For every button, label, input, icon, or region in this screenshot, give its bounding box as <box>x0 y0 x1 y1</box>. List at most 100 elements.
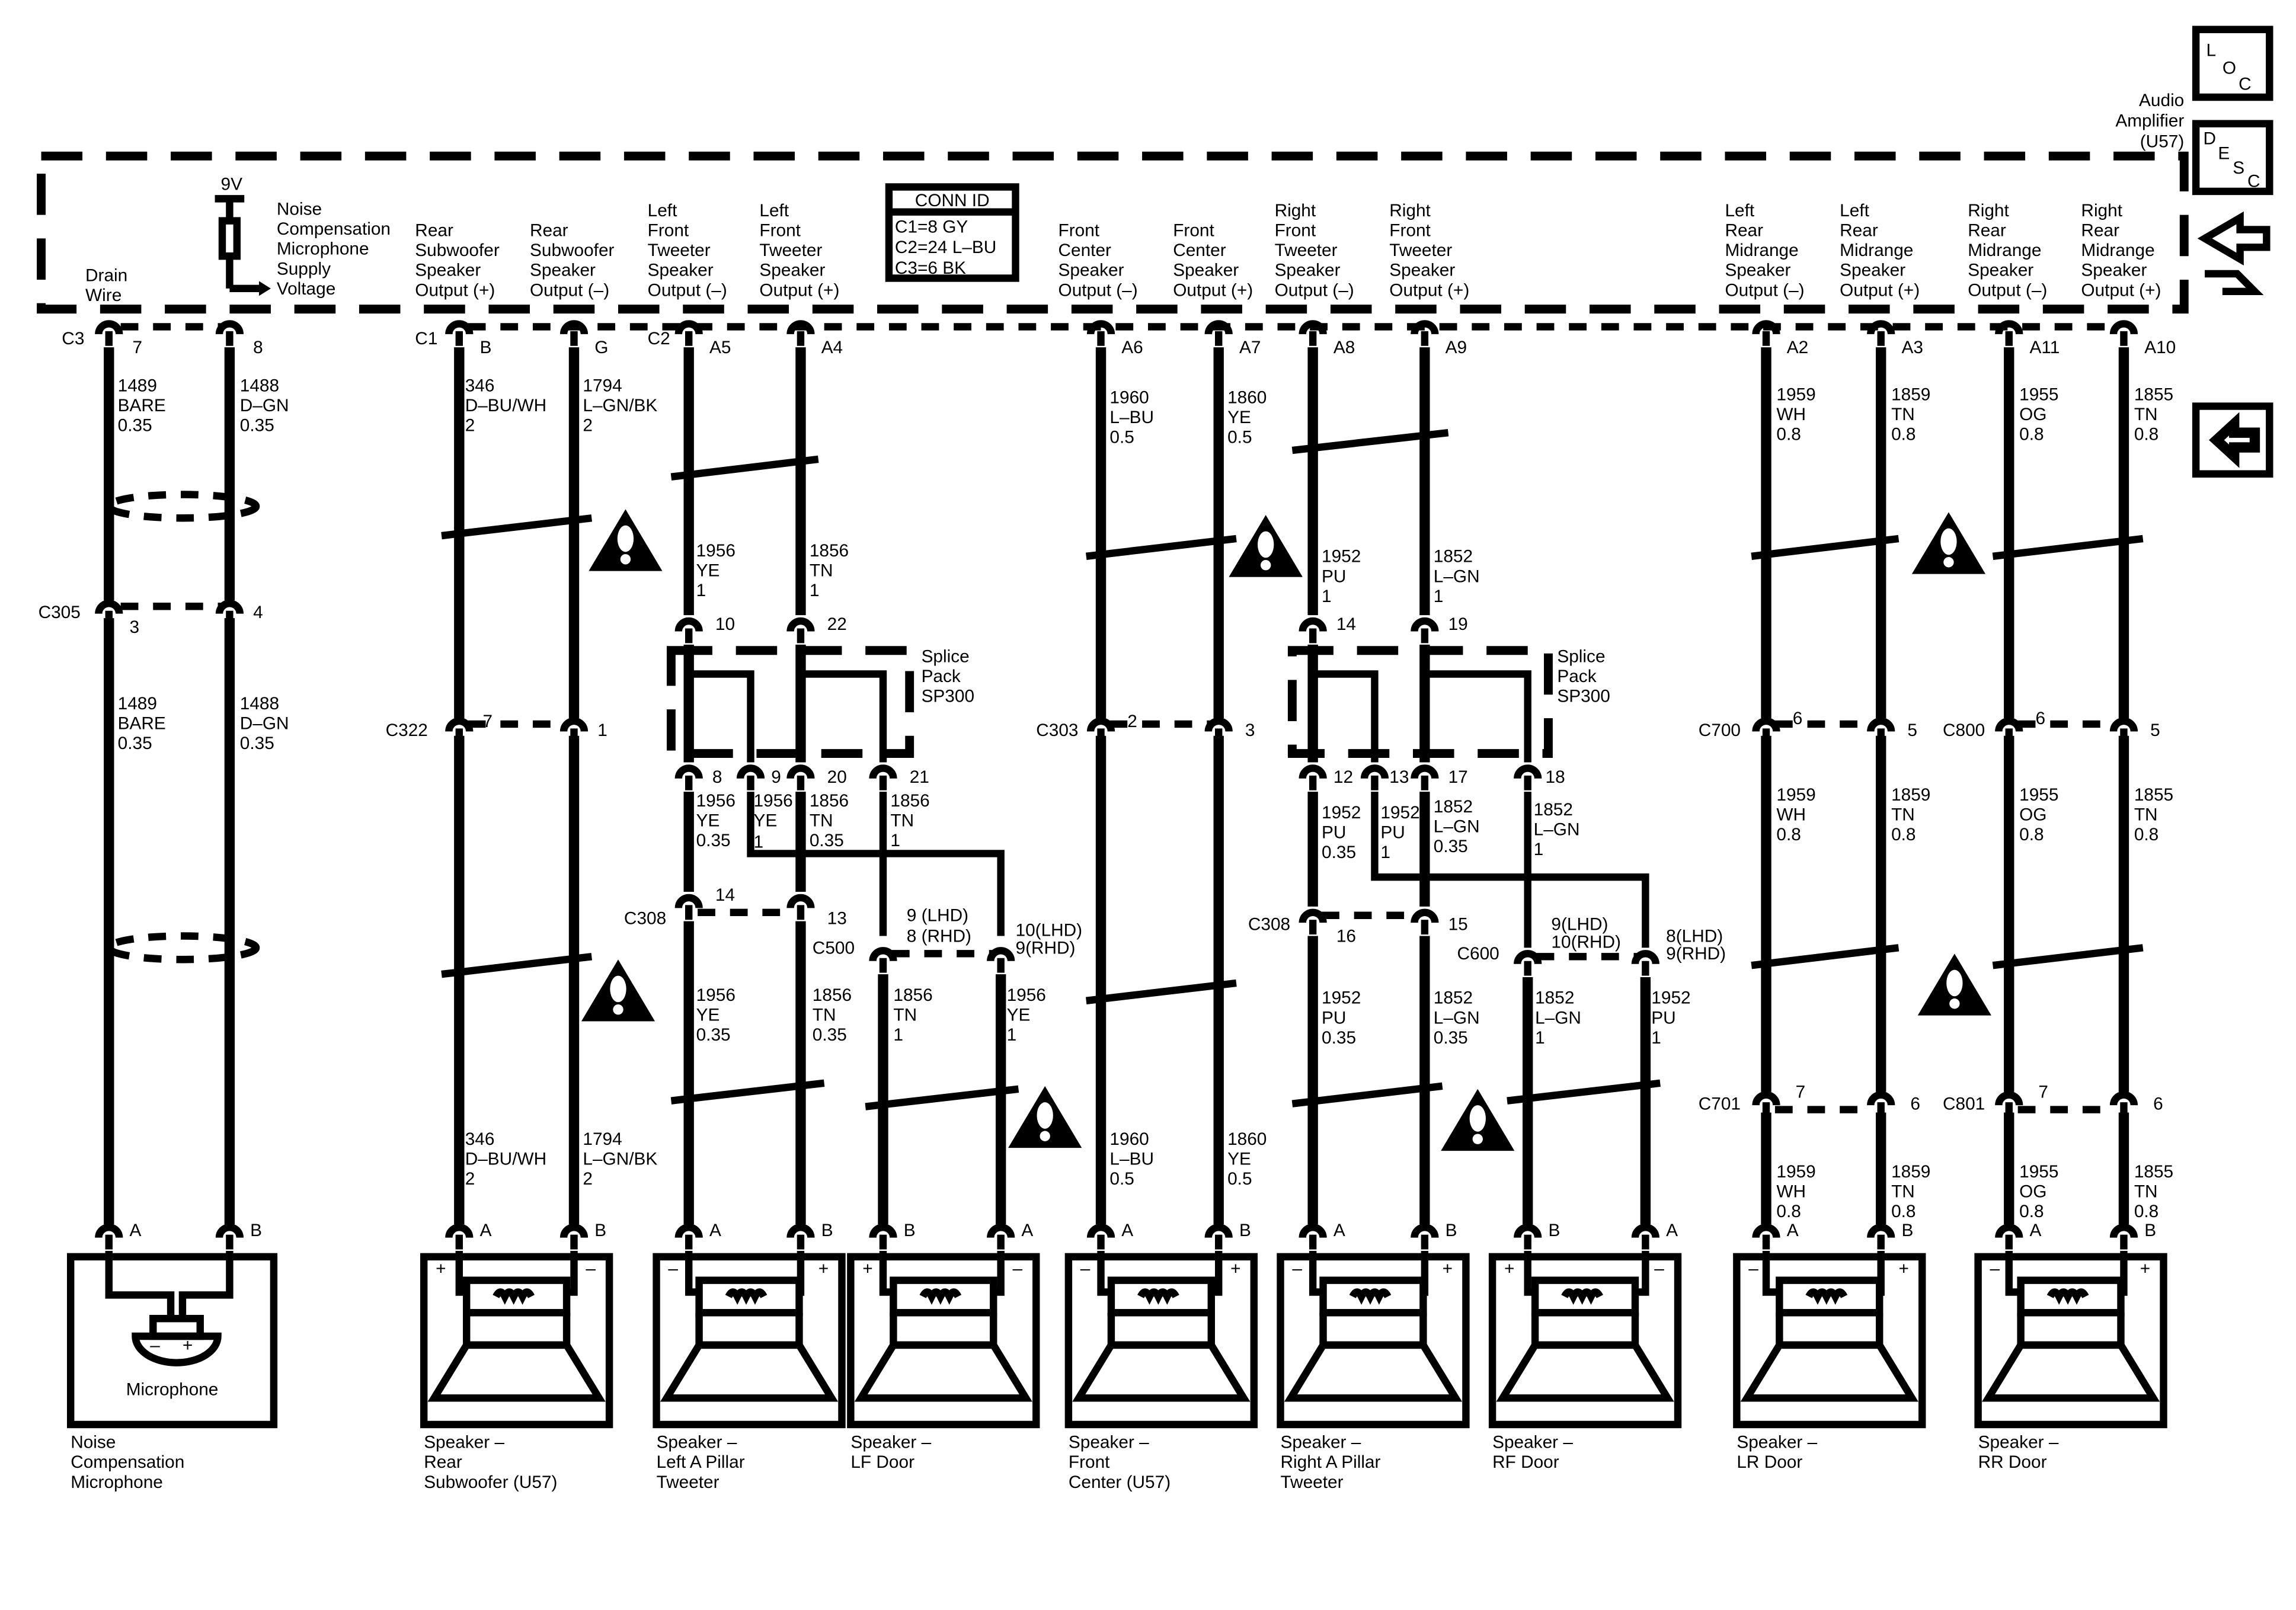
connector-label-c500: C500 <box>813 938 855 958</box>
speaker-coil <box>493 1288 535 1305</box>
loc-letter: O <box>2223 58 2236 78</box>
speaker-caption: Speaker – <box>1737 1433 1817 1452</box>
speaker-caption: Speaker – <box>424 1433 504 1452</box>
wire-label: 1852 <box>1434 547 1473 566</box>
wire-label: 0.5 <box>1109 428 1134 447</box>
amp-output-label: Front <box>1275 221 1316 241</box>
splice-out-pin-stub <box>797 775 805 790</box>
c305-pin-stub <box>226 610 234 626</box>
device-pin-label: B <box>250 1221 262 1240</box>
schematic-tools-icon <box>2197 211 2271 265</box>
c500-pin-stub <box>997 958 1005 973</box>
amp-output-label: Output (+) <box>1840 280 1920 300</box>
top-connector-pin <box>1204 320 1233 335</box>
c600-pin-label: 9(RHD) <box>1666 944 1726 964</box>
top-connector-pin <box>1299 320 1327 335</box>
wire-label: 1859 <box>1891 785 1930 805</box>
top-connector-pin-stub <box>685 331 693 346</box>
caution-icon-dot <box>1260 560 1271 571</box>
wire-label: PU <box>1322 566 1346 586</box>
wire-label: 1959 <box>1776 1162 1815 1182</box>
rear-connector-pin-stub <box>2120 728 2128 744</box>
c308-pin-stub <box>685 905 693 920</box>
supply-label: Supply <box>277 259 331 279</box>
wire-label: YE <box>1227 408 1251 427</box>
wire-label: TN <box>1891 805 1915 825</box>
amp-output-label: Front <box>648 221 689 241</box>
splice-node <box>1420 670 1430 678</box>
speaker-caption: Tweeter <box>1281 1473 1344 1492</box>
crossover-wire <box>747 792 1005 936</box>
rear-connector-pin-stub <box>1877 1102 1885 1117</box>
wire-label: WH <box>1776 805 1806 825</box>
device-connector-pin-stub <box>1762 1234 1770 1250</box>
amp-output-label: Output (+) <box>759 280 839 300</box>
amp-output-label: Right <box>2081 201 2122 220</box>
c600-pin-stub <box>1642 961 1649 976</box>
amp-output-label: Speaker <box>1275 261 1341 280</box>
wire-label: BARE <box>118 714 166 734</box>
wire-label: 0.8 <box>1891 1202 1916 1221</box>
speaker-lead <box>685 1250 699 1296</box>
wire-label: WH <box>1776 1182 1806 1201</box>
c500-pin-label: 8 (RHD) <box>907 926 971 946</box>
wire-label: YE <box>753 811 777 831</box>
speaker-lead <box>2005 1250 2021 1296</box>
speaker-sign: + <box>1443 1259 1453 1279</box>
device-connector-pin-stub <box>105 1234 113 1250</box>
splice-out-pin-stub <box>1371 775 1379 790</box>
wire-label: 1852 <box>1434 797 1473 817</box>
top-pin-label: A6 <box>1121 338 1143 357</box>
device-connector-pin <box>1867 1224 1895 1238</box>
splice-out-pin <box>786 764 815 779</box>
wire-label: D–GN <box>240 714 289 734</box>
amp-output-label: Right <box>1275 201 1316 220</box>
connector-label-c3: C3 <box>62 329 84 348</box>
device-connector-pin <box>987 1224 1015 1238</box>
top-pin-label: 7 <box>133 338 143 357</box>
top-connector-pin-stub <box>1214 331 1223 346</box>
speaker-lead <box>1877 1250 1885 1296</box>
speaker-magnet <box>890 1276 997 1317</box>
supply-voltage-label: 9V <box>221 174 243 194</box>
desc-letter: S <box>2233 158 2244 178</box>
device-connector-pin <box>445 1224 474 1238</box>
wire-label: 1 <box>1322 587 1332 606</box>
wire-label: 2 <box>583 1169 593 1189</box>
amp-output-label: Speaker <box>1389 261 1455 280</box>
connector-label-c308: C308 <box>624 909 666 929</box>
shield-twist-line <box>1085 979 1237 1004</box>
rear-connector-pin-stub <box>2120 1102 2128 1117</box>
splice-pin-label: 14 <box>1336 614 1356 634</box>
c500-pin-stub <box>879 958 887 973</box>
c303-pin-stub <box>1097 728 1105 744</box>
speaker-sign: – <box>586 1259 596 1279</box>
speaker-lead <box>567 1250 578 1296</box>
speaker-box <box>653 1253 846 1429</box>
supply-label: Noise <box>277 200 322 219</box>
top-connector-pin <box>2109 320 2138 335</box>
wire-label: 1955 <box>2019 1162 2058 1182</box>
conn-id-row: C2=24 L–BU <box>895 238 996 257</box>
device-connector-pin <box>1299 1224 1327 1238</box>
wire-label: 1959 <box>1776 785 1815 805</box>
amp-output-label: Front <box>1389 221 1431 241</box>
wire-label: L–GN/BK <box>583 396 657 415</box>
amp-output-label: Subwoofer <box>530 241 615 260</box>
wire-label: 1859 <box>1891 1162 1930 1182</box>
wire-label: 0.8 <box>2019 425 2044 444</box>
amp-output-label: Output (–) <box>1968 280 2047 300</box>
amp-output-label: Left <box>759 201 789 220</box>
speaker-caption: Speaker – <box>1069 1433 1149 1452</box>
top-connector-pin <box>1411 320 1439 335</box>
wire-label: 346 <box>465 1129 495 1149</box>
speaker-lead <box>2120 1250 2128 1296</box>
speaker-magnet <box>1531 1276 1639 1317</box>
wire-label: 0.35 <box>813 1025 847 1045</box>
speaker-sign: – <box>1292 1259 1302 1279</box>
amp-output-label: Rear <box>530 221 568 241</box>
wire-label: 1 <box>1007 1025 1017 1045</box>
device-pin-label: A <box>1334 1221 1345 1240</box>
amp-output-label: Front <box>1173 221 1214 241</box>
